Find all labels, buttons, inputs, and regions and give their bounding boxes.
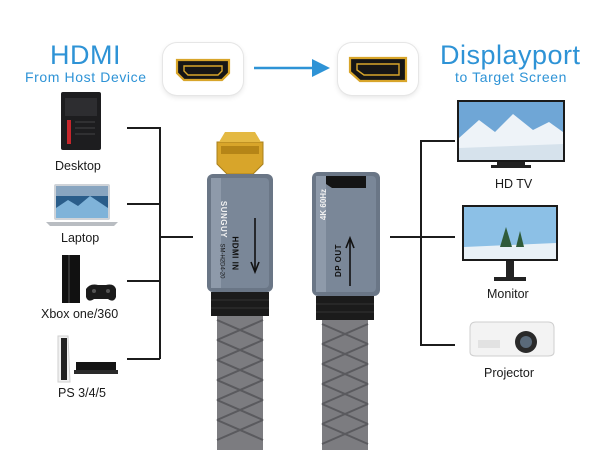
right-tick-projector [420, 344, 455, 346]
source-label-xbox: Xbox one/360 [41, 307, 119, 321]
source-label-laptop: Laptop [61, 231, 100, 245]
right-bracket-vertical [420, 140, 422, 345]
target-label-monitor: Monitor [487, 287, 529, 301]
hdmi-cable-connector [195, 120, 285, 455]
dp-out-label: DP OUT [334, 243, 344, 278]
dp-4k-badge: 4K 60Hz [319, 188, 329, 221]
target-label-projector: Projector [484, 366, 535, 380]
left-tick-ps [127, 358, 160, 360]
left-bracket-vertical [159, 127, 161, 359]
hdmi-title: HDMI [50, 40, 121, 70]
left-tick-to-cable [160, 236, 193, 238]
left-tick-desktop [127, 127, 160, 129]
source-label-desktop: Desktop [55, 159, 101, 173]
left-tick-xbox [127, 280, 160, 282]
desktop-tower-icon [53, 90, 109, 157]
hdmi-model-text: SM-H2D4-20 [218, 243, 225, 279]
displayport-port-icon [338, 43, 418, 95]
displayport-title: Displayport [440, 40, 581, 70]
hdmi-in-label: HDMI IN [230, 236, 240, 271]
hdmi-brand-text: SUNGUY [219, 200, 229, 239]
displayport-cable-connector [300, 160, 390, 455]
displayport-subtitle: to Target Screen [455, 69, 568, 85]
projector-icon [466, 318, 558, 365]
laptop-icon [46, 182, 118, 233]
monitor-icon [460, 203, 560, 288]
direction-arrow-icon [252, 56, 332, 85]
ps-console-icon [52, 334, 118, 389]
right-tick-tv [420, 140, 455, 142]
right-tick-from-cable [390, 236, 420, 238]
target-label-tv: HD TV [495, 177, 533, 191]
hdmi-subtitle: From Host Device [25, 69, 147, 85]
tv-icon [455, 98, 567, 175]
hdmi-port-icon [163, 43, 243, 95]
game-console-icon [58, 253, 118, 310]
right-tick-monitor [420, 236, 455, 238]
source-label-ps: PS 3/4/5 [58, 386, 106, 400]
left-tick-laptop [127, 203, 160, 205]
